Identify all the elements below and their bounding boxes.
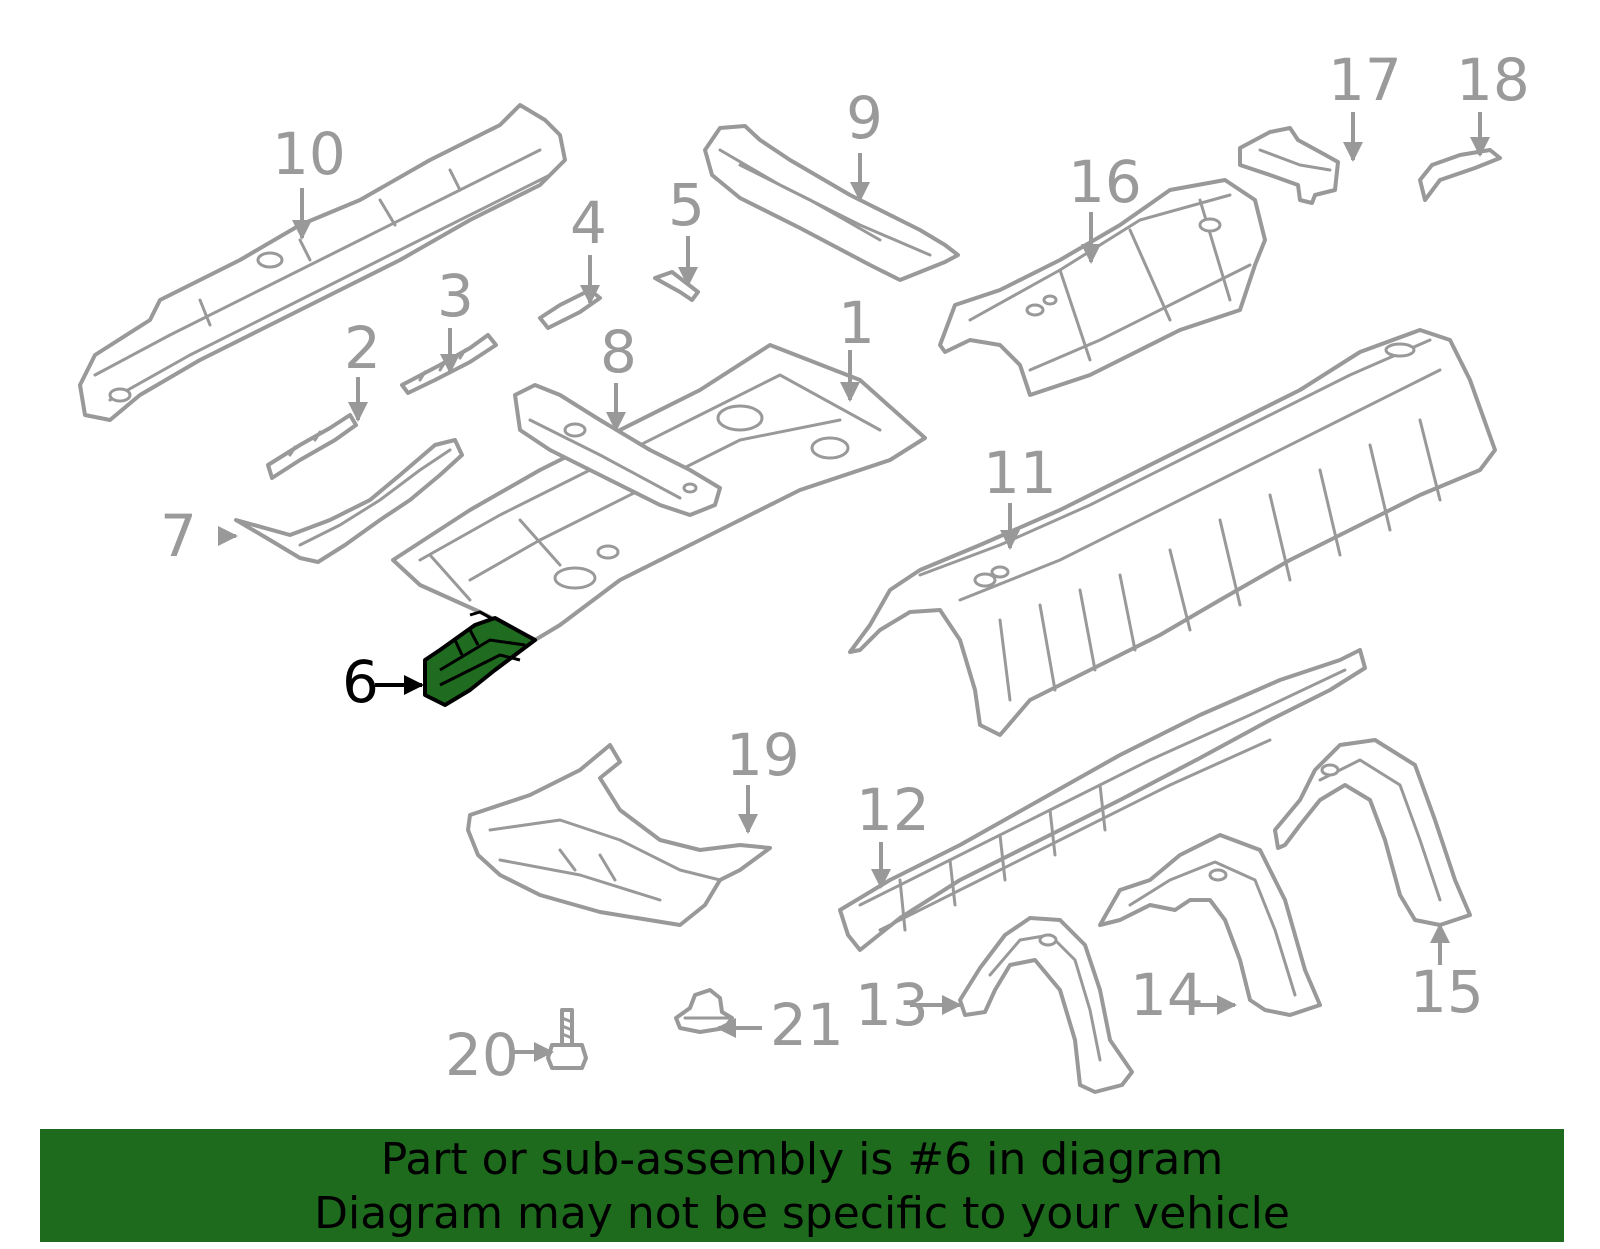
part-10-side-rail[interactable] — [78, 103, 567, 422]
callout-11: 11 — [983, 439, 1057, 507]
part-21-clip[interactable] — [674, 988, 734, 1034]
part-5-bracket[interactable] — [653, 270, 700, 302]
part-20-bolt[interactable] — [546, 1008, 588, 1070]
callout-10: 10 — [272, 120, 346, 188]
part-13-wheelhouse[interactable] — [958, 916, 1134, 1094]
part-9-crossmember[interactable] — [703, 124, 960, 282]
callout-9: 9 — [846, 84, 883, 152]
banner-line-1: Part or sub-assembly is #6 in diagram — [380, 1134, 1224, 1185]
part-18-bracket[interactable] — [1418, 148, 1502, 202]
callout-7: 7 — [160, 502, 197, 570]
callout-16: 16 — [1068, 148, 1142, 216]
callout-18: 18 — [1456, 46, 1530, 114]
callout-8: 8 — [600, 318, 637, 386]
part-11-rear-floor-pan[interactable] — [848, 328, 1497, 737]
callout-3: 3 — [437, 262, 474, 330]
callout-5: 5 — [668, 171, 705, 239]
callout-2: 2 — [344, 314, 381, 382]
part-19-rear-panel[interactable] — [466, 743, 772, 927]
callout-labels: 10 9 5 4 3 2 7 1 8 16 17 18 11 12 19 13 … — [160, 46, 1530, 1089]
part-7-sill-extension[interactable] — [234, 438, 464, 564]
part-6-highlighted[interactable] — [423, 610, 537, 707]
banner-line-2: Diagram may not be specific to your vehi… — [314, 1188, 1290, 1239]
callout-15: 15 — [1410, 958, 1484, 1026]
callout-1: 1 — [838, 289, 875, 357]
callout-20: 20 — [445, 1021, 519, 1089]
callout-13: 13 — [855, 971, 929, 1039]
part-15-wheelhouse-ext[interactable] — [1273, 738, 1472, 927]
callout-19: 19 — [726, 721, 800, 789]
part-2-reinforcement[interactable] — [266, 413, 358, 480]
part-12-rear-rail[interactable] — [838, 648, 1367, 952]
callout-12: 12 — [856, 776, 930, 844]
part-17-bracket[interactable] — [1238, 126, 1340, 205]
callout-6: 6 — [342, 648, 379, 716]
part-16-rear-floor[interactable] — [938, 178, 1267, 397]
callout-arrows — [218, 112, 1490, 1062]
callout-17: 17 — [1328, 46, 1402, 114]
info-banner: Part or sub-assembly is #6 in diagram Di… — [40, 1129, 1564, 1242]
callout-21: 21 — [770, 991, 844, 1059]
callout-14: 14 — [1130, 961, 1204, 1029]
callout-4: 4 — [570, 189, 607, 257]
part-8-seat-crossmember[interactable] — [513, 383, 722, 517]
part-14-wheelhouse[interactable] — [1098, 833, 1322, 1017]
